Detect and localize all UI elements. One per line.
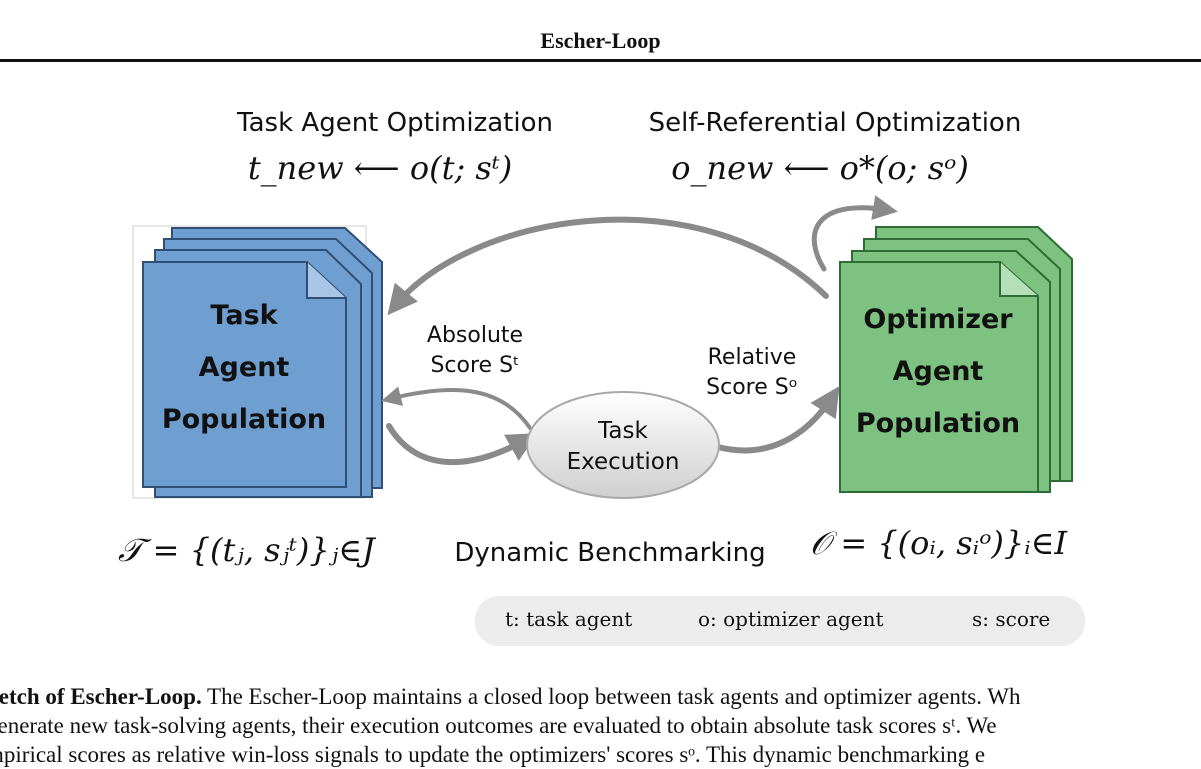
opt-pop-line3: Population — [856, 408, 1020, 439]
caption-line-3: mpirical scores as relative win-loss sig… — [0, 742, 986, 767]
self-ref-formula: o_new ⟵ o*(o; sᵒ) — [671, 149, 969, 187]
task-opt-title: Task Agent Optimization — [236, 108, 553, 138]
top-return-arrow — [387, 216, 829, 316]
task-pop-line3: Population — [162, 404, 326, 435]
task-set-formula: 𝒯 = {(tⱼ, sⱼᵗ)}ⱼ∈J — [118, 531, 377, 569]
task-agent-stack: Task Agent Population — [132, 225, 383, 499]
legend-score: s: score — [972, 607, 1051, 631]
caption-line1-text: The Escher-Loop maintains a closed loop … — [201, 684, 1021, 709]
caption-line-2: generate new task-solving agents, their … — [0, 713, 997, 738]
optimizer-agent-stack: Optimizer Agent Population — [839, 226, 1073, 493]
caption-bold-lead: ketch of Escher-Loop. — [0, 684, 202, 709]
task-pop-line2: Agent — [199, 352, 290, 383]
running-title: Escher-Loop — [540, 28, 661, 53]
task-execution-node — [526, 391, 720, 499]
task-exec-line1: Task — [597, 418, 648, 444]
rel-score-arrow — [715, 385, 840, 454]
abs-score-arrow — [381, 386, 532, 430]
task-exec-line2: Execution — [567, 449, 680, 475]
abs-score-line2: Score Sᵗ — [430, 353, 519, 378]
self-loop-arrow — [811, 195, 898, 272]
legend-task-agent: t: task agent — [505, 607, 633, 631]
exec-input-arrow — [386, 423, 538, 466]
opt-set-formula: 𝒪 = {(oᵢ, sᵢᵒ)}ᵢ∈I — [810, 524, 1068, 562]
header-rule — [0, 59, 1201, 62]
escher-loop-figure: Task Agent Optimization Self-Referential… — [118, 108, 1073, 569]
abs-score-line1: Absolute — [427, 323, 523, 348]
task-pop-line1: Task — [210, 300, 278, 331]
self-ref-title: Self-Referential Optimization — [649, 108, 1022, 138]
rel-score-line2: Score Sᵒ — [706, 375, 798, 400]
opt-pop-line2: Agent — [893, 356, 984, 387]
dynamic-benchmarking-label: Dynamic Benchmarking — [454, 538, 765, 568]
legend-box — [475, 596, 1085, 646]
opt-pop-line1: Optimizer — [863, 304, 1013, 335]
legend-optimizer-agent: o: optimizer agent — [698, 607, 884, 631]
caption-line-1: ketch of Escher-Loop. The Escher-Loop ma… — [0, 682, 1201, 711]
task-opt-formula: t_new ⟵ o(t; sᵗ) — [248, 149, 512, 187]
rel-score-line1: Relative — [708, 345, 797, 370]
